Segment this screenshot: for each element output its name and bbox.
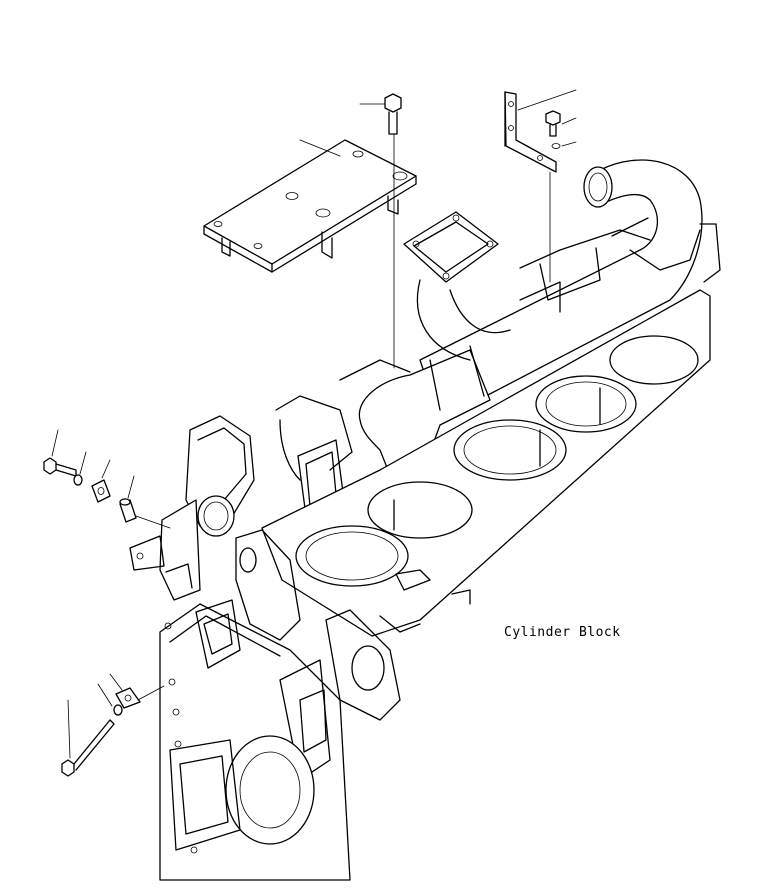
l-bracket [504, 89, 577, 283]
bolt-left [43, 429, 77, 477]
plate-washer-bottom [109, 673, 165, 709]
small-bolt-top [545, 110, 577, 149]
washer-left [73, 451, 87, 486]
cylinder-block-deck [261, 289, 711, 637]
bracket-plate [203, 139, 417, 273]
spacer-left [119, 475, 171, 529]
exhaust-pipe [358, 159, 703, 532]
front-housing [159, 529, 401, 881]
washer-bottom [97, 683, 123, 716]
long-bolt [359, 93, 402, 369]
turbo-flange [403, 211, 511, 361]
thermostat-housing [129, 415, 255, 601]
bolt-bottom [61, 699, 115, 777]
manifold-body [339, 223, 721, 381]
plate-washer-left [91, 459, 111, 503]
cylinder-block-label: Cylinder Block [504, 625, 621, 640]
